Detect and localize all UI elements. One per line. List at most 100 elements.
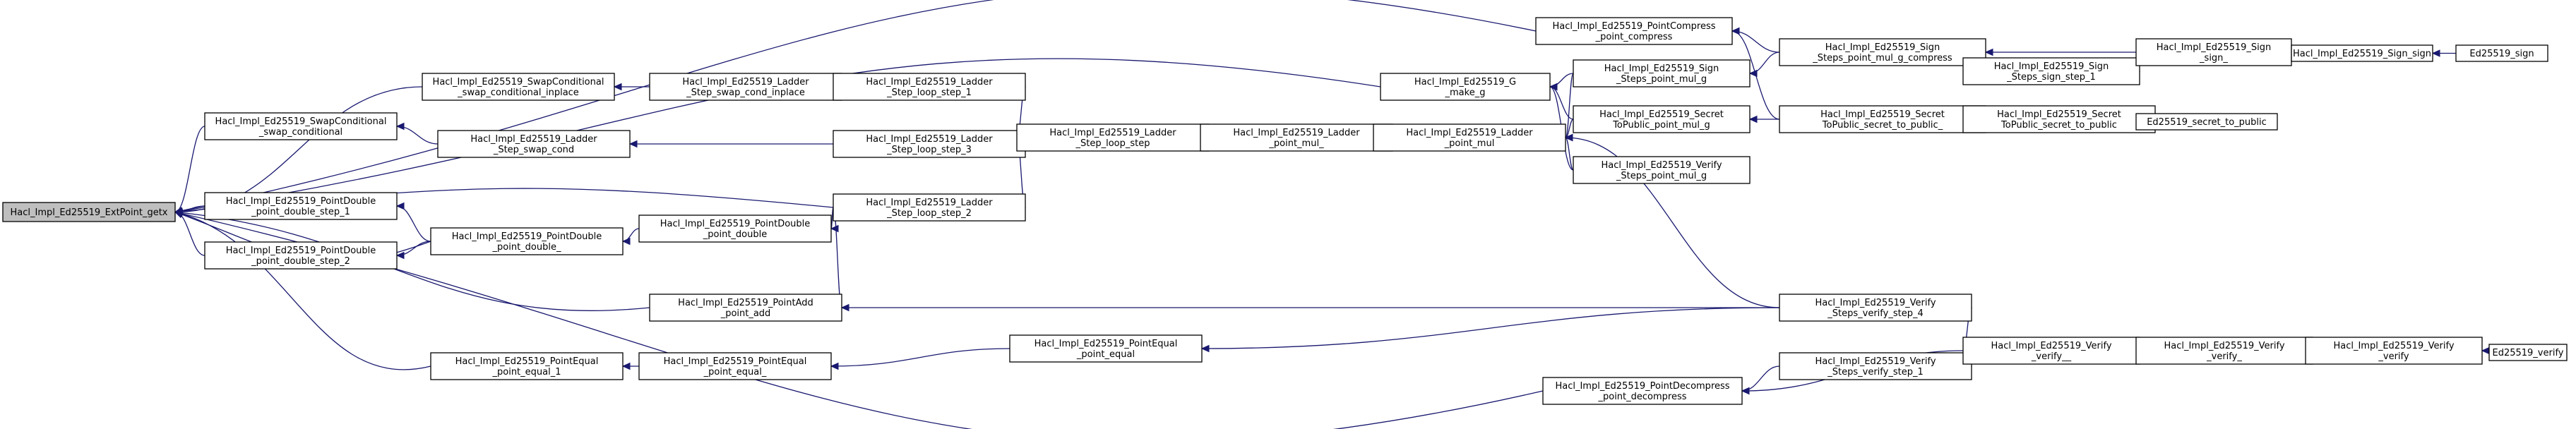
node-box-swap_cond_inplace <box>422 73 615 101</box>
arrowhead-point_equal_-to-point_equal_1 <box>621 362 631 370</box>
node-point_double_step_1[interactable]: Hacl_Impl_Ed25519_PointDouble_point_doub… <box>204 192 398 220</box>
node-point_compress[interactable]: Hacl_Impl_Ed25519_PointCompress_point_co… <box>1535 17 1733 45</box>
call-edge-verify_steps_point_mul_g-to-ladder_point_mul <box>1565 137 1574 171</box>
node-label-ladder_point_mul-0: Hacl_Impl_Ed25519_Ladder <box>1406 128 1533 138</box>
node-label-ladder_swap_cond_inplace-1: _Step_swap_cond_inplace <box>686 87 805 98</box>
node-label-sign_steps_sign_step_1-1: _Steps_sign_step_1 <box>2006 72 2096 83</box>
arrowhead-sign_sign_-to-sign_steps_point_mul_g_compress <box>1984 48 1993 56</box>
node-point_double[interactable]: Hacl_Impl_Ed25519_PointDouble_point_doub… <box>638 214 832 243</box>
call-edge-point_equal-to-point_equal_ <box>830 348 1010 367</box>
node-verify_step_1[interactable]: Hacl_Impl_Ed25519_Verify_Steps_verify_st… <box>1779 352 1972 380</box>
node-box-point_equal <box>1009 334 1203 363</box>
node-label-verify_steps_point_mul_g-0: Hacl_Impl_Ed25519_Verify <box>1601 160 1722 171</box>
node-secret_to_public[interactable]: Hacl_Impl_Ed25519_SecretToPublic_secret_… <box>1962 105 2156 133</box>
node-box-verify_step_1 <box>1779 352 1972 380</box>
node-ladder_swap_cond_inplace[interactable]: Hacl_Impl_Ed25519_Ladder_Step_swap_cond_… <box>649 73 842 101</box>
node-verify_steps_point_mul_g[interactable]: Hacl_Impl_Ed25519_Verify_Steps_point_mul… <box>1573 156 1751 184</box>
node-label-sign_sign_-0: Hacl_Impl_Ed25519_Sign <box>2157 42 2272 53</box>
node-secret_to_public_ed[interactable]: Ed25519_secret_to_public <box>2135 113 2278 131</box>
node-verify[interactable]: Hacl_Impl_Ed25519_Verify_verify <box>2305 337 2483 365</box>
node-point_add[interactable]: Hacl_Impl_Ed25519_PointAdd_point_add <box>649 294 842 322</box>
node-box-sign_steps_point_mul_g <box>1573 59 1751 87</box>
arrowhead-ed25519_sign-to-sign_sign <box>2431 49 2440 57</box>
arrowhead-point_decompress-to-getx <box>174 210 184 217</box>
node-label-secret_point_mul_g-0: Hacl_Impl_Ed25519_Secret <box>1599 109 1724 120</box>
node-label-make_g-0: Hacl_Impl_Ed25519_G <box>1414 77 1516 87</box>
node-make_g[interactable]: Hacl_Impl_Ed25519_G_make_g <box>1380 73 1551 101</box>
node-sign_sign_[interactable]: Hacl_Impl_Ed25519_Sign_sign_ <box>2135 38 2292 66</box>
node-sign_steps_point_mul_g_compress[interactable]: Hacl_Impl_Ed25519_Sign_Steps_point_mul_g… <box>1779 38 1986 66</box>
node-box-sign_steps_point_mul_g_compress <box>1779 38 1986 66</box>
call-edge-point_double-to-point_double_ <box>622 228 640 242</box>
node-ladder_loop_step[interactable]: Hacl_Impl_Ed25519_Ladder_Step_loop_step <box>1016 123 1210 152</box>
node-label-sign_sign-0: Hacl_Impl_Ed25519_Sign_sign <box>2293 49 2431 59</box>
node-label-secret_to_public-0: Hacl_Impl_Ed25519_Secret <box>1997 109 2121 120</box>
node-sign_steps_sign_step_1[interactable]: Hacl_Impl_Ed25519_Sign_Steps_sign_step_1 <box>1962 57 2140 85</box>
node-verify_[interactable]: Hacl_Impl_Ed25519_Verify_verify_ <box>2135 337 2313 365</box>
node-label-verify_steps_point_mul_g-1: _Steps_point_mul_g <box>1616 171 1707 181</box>
node-point_equal_[interactable]: Hacl_Impl_Ed25519_PointEqual_point_equal… <box>638 352 832 380</box>
node-label-ladder_swap_cond-0: Hacl_Impl_Ed25519_Ladder <box>470 134 597 145</box>
node-getx[interactable]: Hacl_Impl_Ed25519_ExtPoint_getx <box>2 202 176 222</box>
node-ladder_loop_step_3[interactable]: Hacl_Impl_Ed25519_Ladder_Step_loop_step_… <box>833 130 1026 158</box>
call-edge-point_add-to-getx <box>174 211 650 311</box>
node-point_equal_1[interactable]: Hacl_Impl_Ed25519_PointEqual_point_equal… <box>430 352 624 380</box>
node-box-ed25519_sign <box>2455 44 2548 62</box>
node-point_double_step_2[interactable]: Hacl_Impl_Ed25519_PointDouble_point_doub… <box>204 241 398 270</box>
node-swap_cond[interactable]: Hacl_Impl_Ed25519_SwapConditional_swap_c… <box>204 112 398 140</box>
node-label-point_double_step_2-0: Hacl_Impl_Ed25519_PointDouble <box>226 246 376 256</box>
node-label-getx-0: Hacl_Impl_Ed25519_ExtPoint_getx <box>10 207 167 218</box>
node-label-ladder_loop_step_2-0: Hacl_Impl_Ed25519_Ladder <box>866 198 993 208</box>
arrowhead-secret_to_public_-to-point_compress <box>1731 27 1740 35</box>
node-box-sign_sign_ <box>2135 38 2292 66</box>
node-label-ed25519_sign-0: Ed25519_sign <box>2469 49 2534 59</box>
call-graph-nodes: Hacl_Impl_Ed25519_ExtPoint_getxHacl_Impl… <box>2 17 2568 405</box>
node-point_double_[interactable]: Hacl_Impl_Ed25519_PointDouble_point_doub… <box>430 227 624 255</box>
node-label-make_g-1: _make_g <box>1445 87 1486 98</box>
node-label-secret_to_public_-0: Hacl_Impl_Ed25519_Secret <box>1820 109 1945 120</box>
node-label-point_decompress-0: Hacl_Impl_Ed25519_PointDecompress <box>1555 381 1729 392</box>
node-ladder_loop_step_2[interactable]: Hacl_Impl_Ed25519_Ladder_Step_loop_step_… <box>833 193 1026 222</box>
node-label-sign_steps_sign_step_1-0: Hacl_Impl_Ed25519_Sign <box>1994 61 2109 72</box>
node-label-verify__-1: _verify__ <box>2031 351 2072 362</box>
node-secret_to_public_[interactable]: Hacl_Impl_Ed25519_SecretToPublic_secret_… <box>1779 105 1986 133</box>
node-secret_point_mul_g[interactable]: Hacl_Impl_Ed25519_SecretToPublic_point_m… <box>1573 105 1751 133</box>
call-edge-sign_steps_point_mul_g-to-make_g <box>1549 73 1574 87</box>
node-label-ladder_loop_step-0: Hacl_Impl_Ed25519_Ladder <box>1049 128 1176 138</box>
node-sign_steps_point_mul_g[interactable]: Hacl_Impl_Ed25519_Sign_Steps_point_mul_g <box>1573 59 1751 87</box>
call-edge-secret_to_public_-to-point_compress <box>1731 30 1780 120</box>
node-label-secret_to_public_ed-0: Ed25519_secret_to_public <box>2147 117 2267 128</box>
node-verify__[interactable]: Hacl_Impl_Ed25519_Verify_verify__ <box>1962 337 2140 365</box>
arrowhead-secret_to_public_-to-secret_point_mul_g <box>1748 115 1758 123</box>
node-label-point_add-1: _point_add <box>720 308 771 319</box>
node-box-getx <box>2 202 176 222</box>
node-ed25519_verify[interactable]: Ed25519_verify <box>2488 344 2568 361</box>
node-verify_step_4[interactable]: Hacl_Impl_Ed25519_Verify_Steps_verify_st… <box>1779 294 1972 322</box>
arrowhead-verify_step_4-to-point_equal <box>1200 344 1210 353</box>
node-ladder_point_mul[interactable]: Hacl_Impl_Ed25519_Ladder_point_mul <box>1373 123 1566 152</box>
node-box-ladder_loop_step_1 <box>833 73 1026 101</box>
arrowhead-verify__-to-point_decompress <box>1741 387 1750 395</box>
node-label-point_double_-1: _point_double_ <box>492 242 561 253</box>
node-box-point_equal_1 <box>430 352 624 380</box>
node-ladder_swap_cond[interactable]: Hacl_Impl_Ed25519_Ladder_Step_swap_cond <box>437 130 631 158</box>
node-label-swap_cond_inplace-0: Hacl_Impl_Ed25519_SwapConditional <box>433 77 604 87</box>
node-box-point_double_step_1 <box>204 192 398 220</box>
node-label-point_compress-1: _point_compress <box>1595 32 1673 42</box>
node-label-verify_-0: Hacl_Impl_Ed25519_Verify <box>2164 341 2284 351</box>
node-label-ladder_swap_cond_inplace-0: Hacl_Impl_Ed25519_Ladder <box>682 77 809 87</box>
node-ladder_loop_step_1[interactable]: Hacl_Impl_Ed25519_Ladder_Step_loop_step_… <box>833 73 1026 101</box>
node-label-ladder_swap_cond-1: _Step_swap_cond <box>493 145 574 155</box>
node-box-ladder_loop_step_2 <box>833 193 1026 222</box>
node-ed25519_sign[interactable]: Ed25519_sign <box>2455 44 2548 62</box>
node-point_equal[interactable]: Hacl_Impl_Ed25519_PointEqual_point_equal <box>1009 334 1203 363</box>
node-point_decompress[interactable]: Hacl_Impl_Ed25519_PointDecompress_point_… <box>1542 377 1743 405</box>
node-box-verify_step_4 <box>1779 294 1972 322</box>
node-swap_cond_inplace[interactable]: Hacl_Impl_Ed25519_SwapConditional_swap_c… <box>422 73 615 101</box>
arrowhead-point_equal-to-point_equal_ <box>830 362 839 370</box>
node-sign_sign[interactable]: Hacl_Impl_Ed25519_Sign_sign <box>2291 44 2433 62</box>
node-box-secret_to_public <box>1962 105 2156 133</box>
arrowhead-ladder_swap_cond_inplace-to-swap_cond_inplace <box>613 83 622 91</box>
node-ladder_point_mul_[interactable]: Hacl_Impl_Ed25519_Ladder_point_mul_ <box>1200 123 1393 152</box>
call-edge-point_double_step_2-to-getx <box>174 211 205 256</box>
